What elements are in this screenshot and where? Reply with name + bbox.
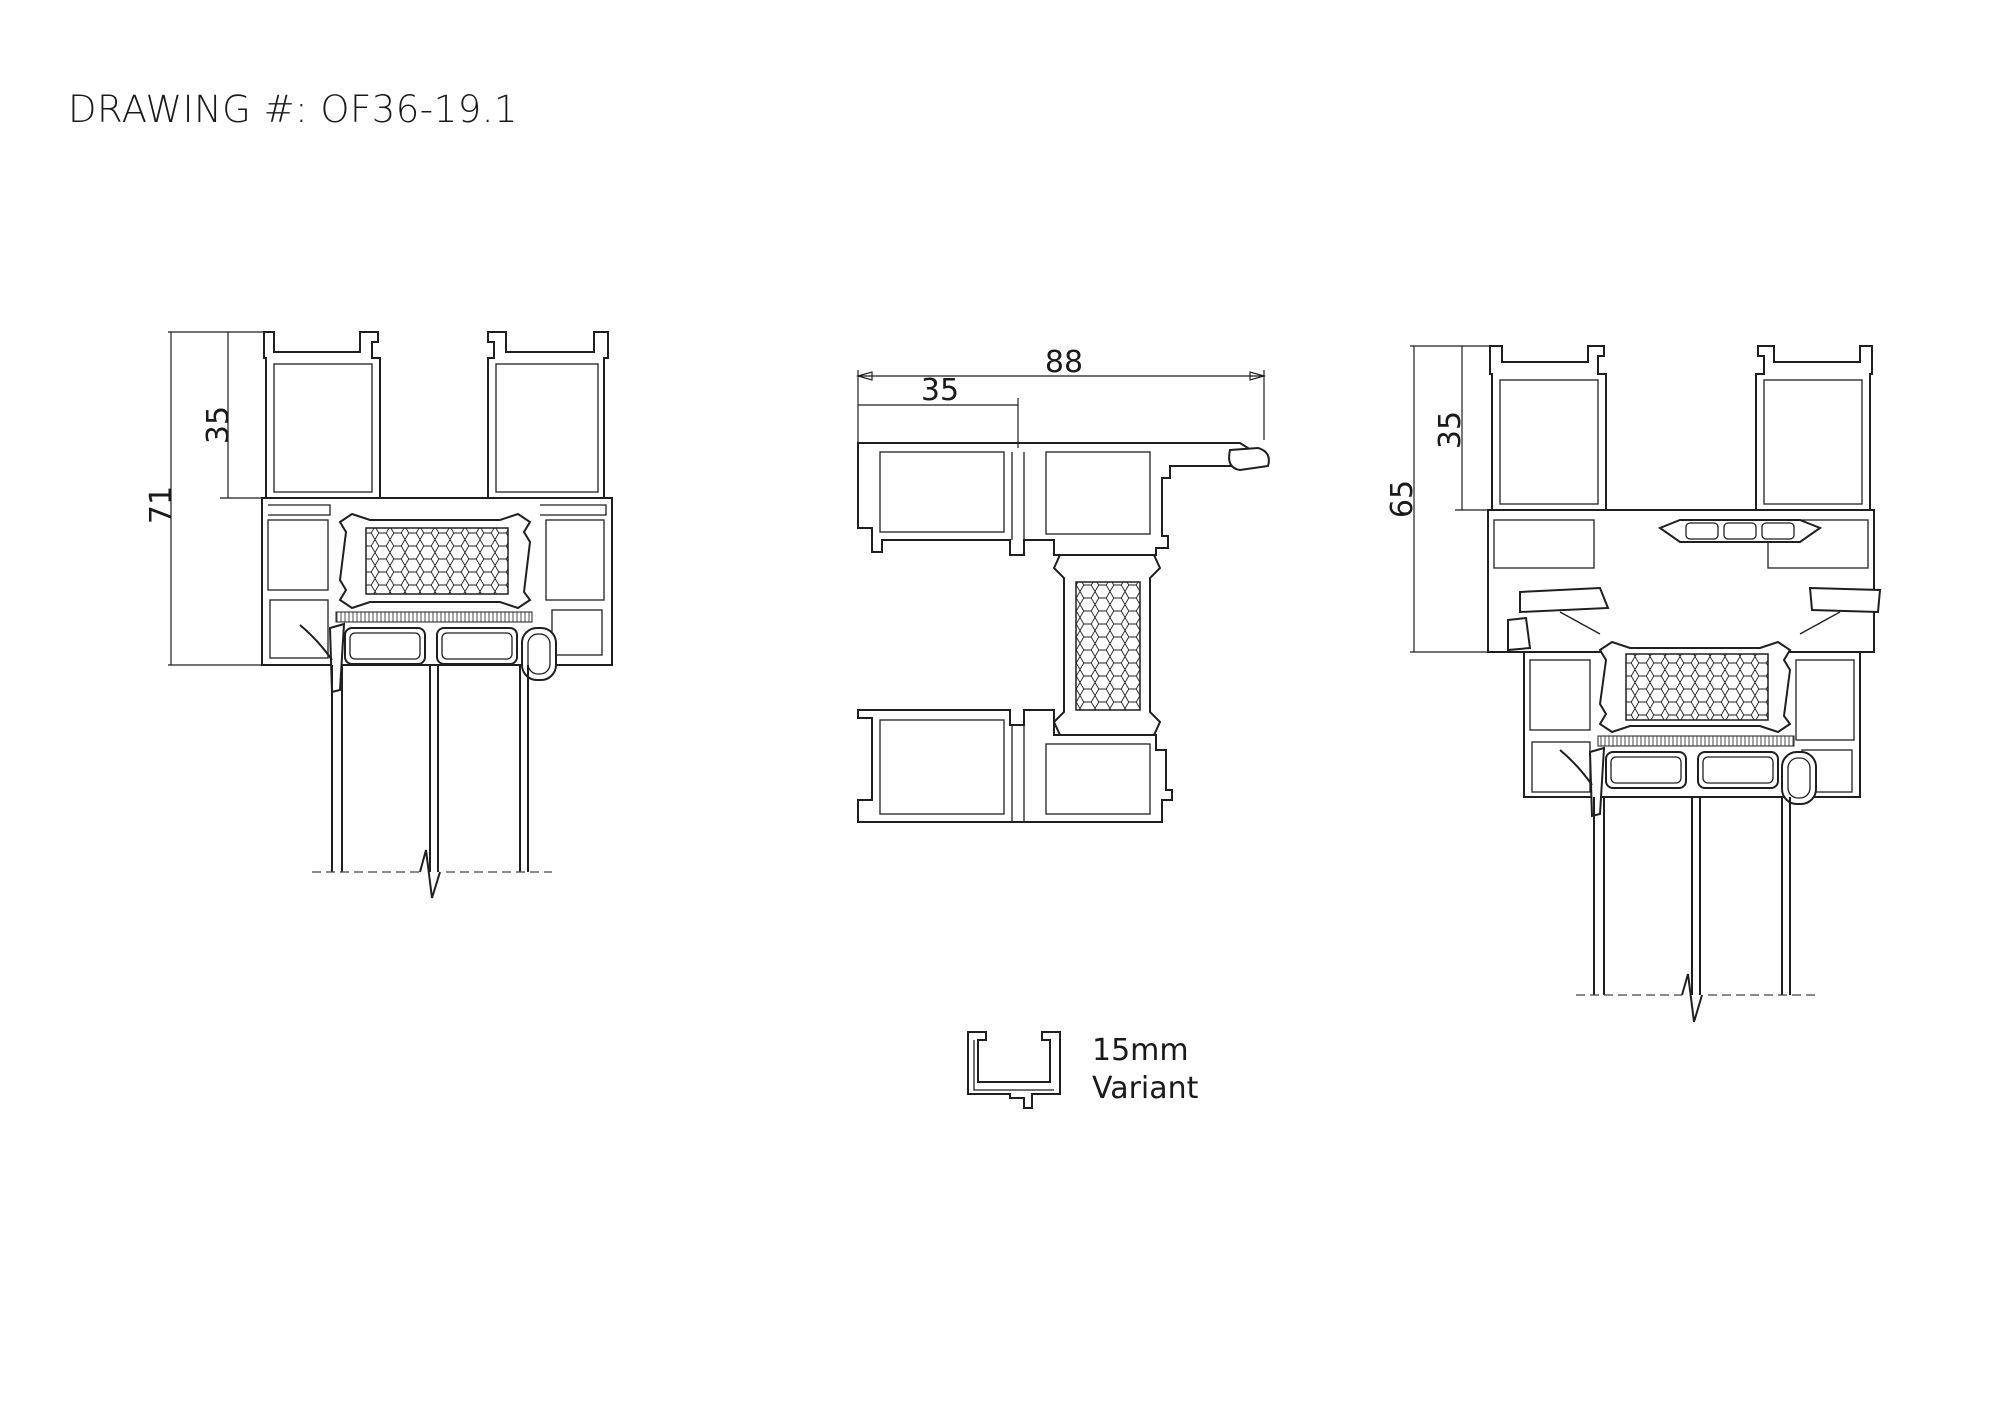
drawing-title: DRAWING #: OF36-19.1 [68, 88, 519, 131]
variant-name-label: Variant [1092, 1071, 1199, 1106]
left-inner-dimension-label: 35 [201, 406, 236, 444]
middle-section-drawing [855, 370, 1270, 823]
variant-profile-icon [967, 1031, 1061, 1109]
middle-inner-dimension-label: 35 [921, 373, 959, 408]
right-inner-dimension-label: 35 [1433, 411, 1468, 449]
left-overall-dimension-label: 71 [144, 486, 179, 524]
middle-overall-dimension-label: 88 [1045, 345, 1083, 380]
right-section-drawing [1410, 345, 1882, 1023]
variant-size-label: 15mm [1092, 1033, 1189, 1068]
right-dimension-lines [1410, 345, 1500, 653]
left-section-drawing [168, 331, 613, 899]
middle-dimension-lines [855, 370, 1267, 448]
right-overall-dimension-label: 65 [1385, 480, 1420, 518]
left-dimension-lines [168, 331, 270, 666]
left-glass-panes [331, 665, 529, 872]
right-glass-panes [1593, 797, 1791, 995]
